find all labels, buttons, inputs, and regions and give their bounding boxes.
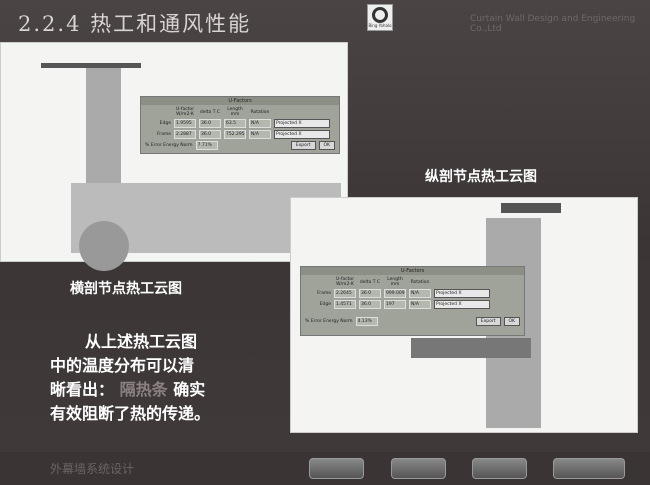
projection-select[interactable]: Projected X — [434, 289, 490, 298]
projection-select[interactable]: Projected X — [274, 119, 330, 128]
projection-select[interactable]: Projected X — [274, 130, 330, 139]
export-button[interactable]: Export — [290, 141, 316, 150]
company-logo: Bing Yohalo — [367, 4, 393, 31]
nav-button-1[interactable] — [309, 458, 364, 479]
nav-button-3[interactable] — [472, 458, 527, 479]
vertical-section-thermal-image — [290, 197, 638, 433]
export-button[interactable]: Export — [475, 317, 501, 326]
company-name: Curtain Wall Design and Engineering Co.,… — [470, 14, 636, 34]
horizontal-caption: 横剖节点热工云图 — [70, 281, 182, 297]
ok-button[interactable]: OK — [503, 317, 520, 326]
ok-button[interactable]: OK — [318, 141, 335, 150]
body-text: 从上述热工云图 中的温度分布可以清 晰看出： 隔热条 确实 有效阻断了热的传递。 — [50, 332, 211, 423]
projection-select[interactable]: Projected X — [434, 300, 490, 309]
vertical-caption: 纵剖节点热工云图 — [425, 169, 537, 185]
slide-title: 2.2.4 热工和通风性能 — [18, 12, 252, 36]
nav-button-4[interactable] — [553, 458, 625, 479]
nav-button-2[interactable] — [391, 458, 446, 479]
footer-title: 外幕墙系统设计 — [50, 462, 135, 476]
